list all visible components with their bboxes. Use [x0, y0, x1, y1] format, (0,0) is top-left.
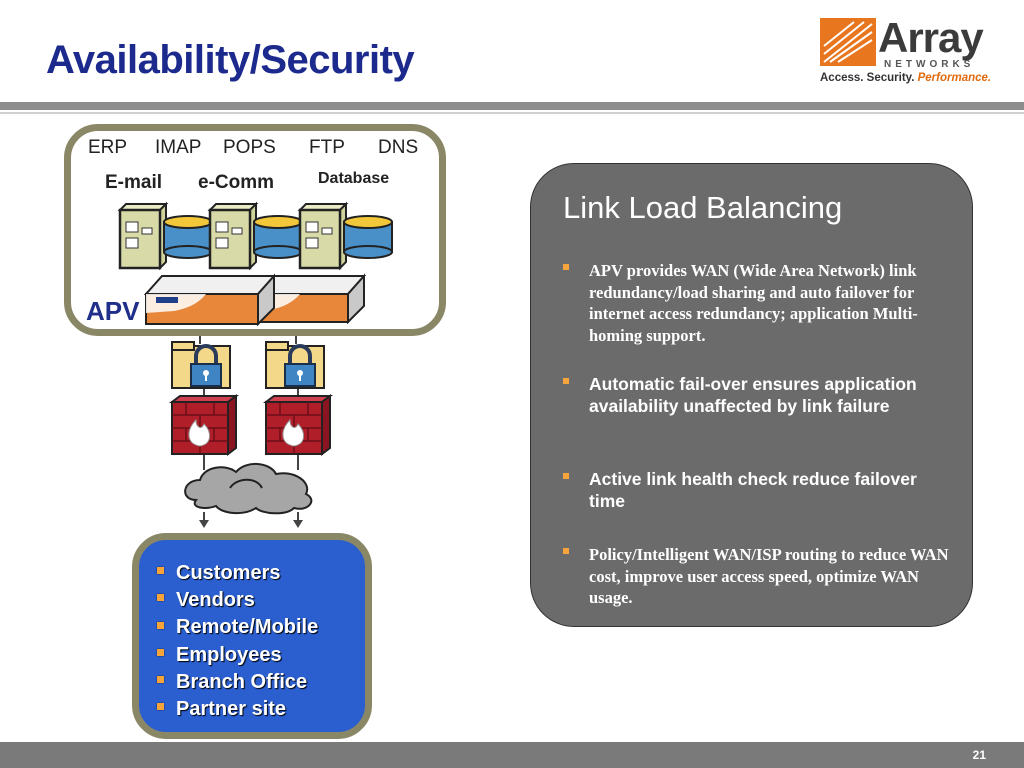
list-item: APV provides WAN (Wide Area Network) lin…	[563, 260, 953, 346]
bullet-icon	[157, 703, 164, 711]
service-pops: POPS	[223, 137, 276, 158]
lock-folder-icon	[265, 341, 325, 389]
list-item: Customers	[157, 560, 318, 587]
panel-title: Link Load Balancing	[563, 190, 843, 225]
server-icon	[207, 201, 259, 271]
bullet-icon	[563, 378, 569, 384]
logo-word: Array	[878, 14, 984, 61]
firewall-icon	[169, 394, 239, 456]
logo-subtitle: NETWORKS	[884, 59, 975, 70]
panel-item-text: Automatic fail-over ensures application …	[589, 374, 917, 416]
bullet-icon	[157, 567, 164, 575]
list-item: Vendors	[157, 587, 318, 614]
list-item: Branch Office	[157, 669, 318, 696]
logo-tagline: Access. Security. Performance.	[820, 72, 991, 84]
panel-item-text: Active link health check reduce failover…	[589, 469, 917, 511]
link-load-balancing-panel: Link Load Balancing APV provides WAN (Wi…	[530, 163, 973, 627]
service-ftp: FTP	[309, 137, 345, 158]
bullet-icon	[157, 676, 164, 684]
apv-appliance-icon	[143, 273, 277, 327]
database-icon	[343, 215, 393, 259]
service-imap: IMAP	[155, 137, 202, 158]
page-number: 21	[972, 748, 986, 762]
list-item: Automatic fail-over ensures application …	[563, 374, 953, 417]
lock-folder-icon	[171, 341, 231, 389]
header-rule	[0, 102, 1024, 110]
list-item: Remote/Mobile	[157, 614, 318, 641]
bullet-icon	[157, 648, 164, 656]
bullet-icon	[563, 548, 569, 554]
bullet-icon	[563, 264, 569, 270]
server-icon	[117, 201, 169, 271]
service-ecomm: e-Comm	[198, 172, 275, 193]
audience-label: Remote/Mobile	[176, 616, 319, 639]
audience-box: Customers Vendors Remote/Mobile Employee…	[132, 533, 372, 739]
audience-list: Customers Vendors Remote/Mobile Employee…	[157, 560, 318, 723]
panel-item-text: Policy/Intelligent WAN/ISP routing to re…	[589, 545, 949, 607]
database-icon	[253, 215, 303, 259]
arrow-down-icon	[199, 512, 209, 528]
bullet-icon	[157, 621, 164, 629]
list-item: Employees	[157, 642, 318, 669]
firewall-icon	[263, 394, 333, 456]
array-logo-mark-icon	[820, 18, 876, 66]
bullet-icon	[563, 473, 569, 479]
database-icon	[163, 215, 213, 259]
footer-bar: 21	[0, 742, 1024, 768]
header-rule-light	[0, 112, 1024, 114]
list-item: Policy/Intelligent WAN/ISP routing to re…	[563, 544, 953, 609]
server-icon	[297, 201, 349, 271]
page-title: Availability/Security	[46, 38, 415, 82]
audience-label: Employees	[176, 643, 282, 666]
list-item: Active link health check reduce failover…	[563, 469, 953, 512]
audience-label: Branch Office	[176, 670, 308, 693]
tagline-main: Access. Security.	[820, 72, 915, 84]
audience-label: Partner site	[176, 698, 287, 721]
array-networks-logo: Array NETWORKS Access. Security. Perform…	[820, 16, 1005, 90]
service-dns: DNS	[378, 137, 419, 158]
arrow-down-icon	[293, 512, 303, 528]
apv-label: APV	[86, 296, 140, 326]
service-email: E-mail	[105, 172, 163, 193]
panel-item-text: APV provides WAN (Wide Area Network) lin…	[589, 261, 918, 345]
tagline-accent: Performance.	[917, 72, 992, 84]
database-label: Database	[318, 170, 390, 187]
internet-cloud-icon	[184, 463, 313, 515]
audience-label: Vendors	[176, 589, 255, 612]
audience-label: Customers	[176, 562, 281, 584]
service-erp: ERP	[88, 137, 128, 158]
list-item: Partner site	[157, 696, 318, 723]
bullet-icon	[157, 594, 164, 602]
